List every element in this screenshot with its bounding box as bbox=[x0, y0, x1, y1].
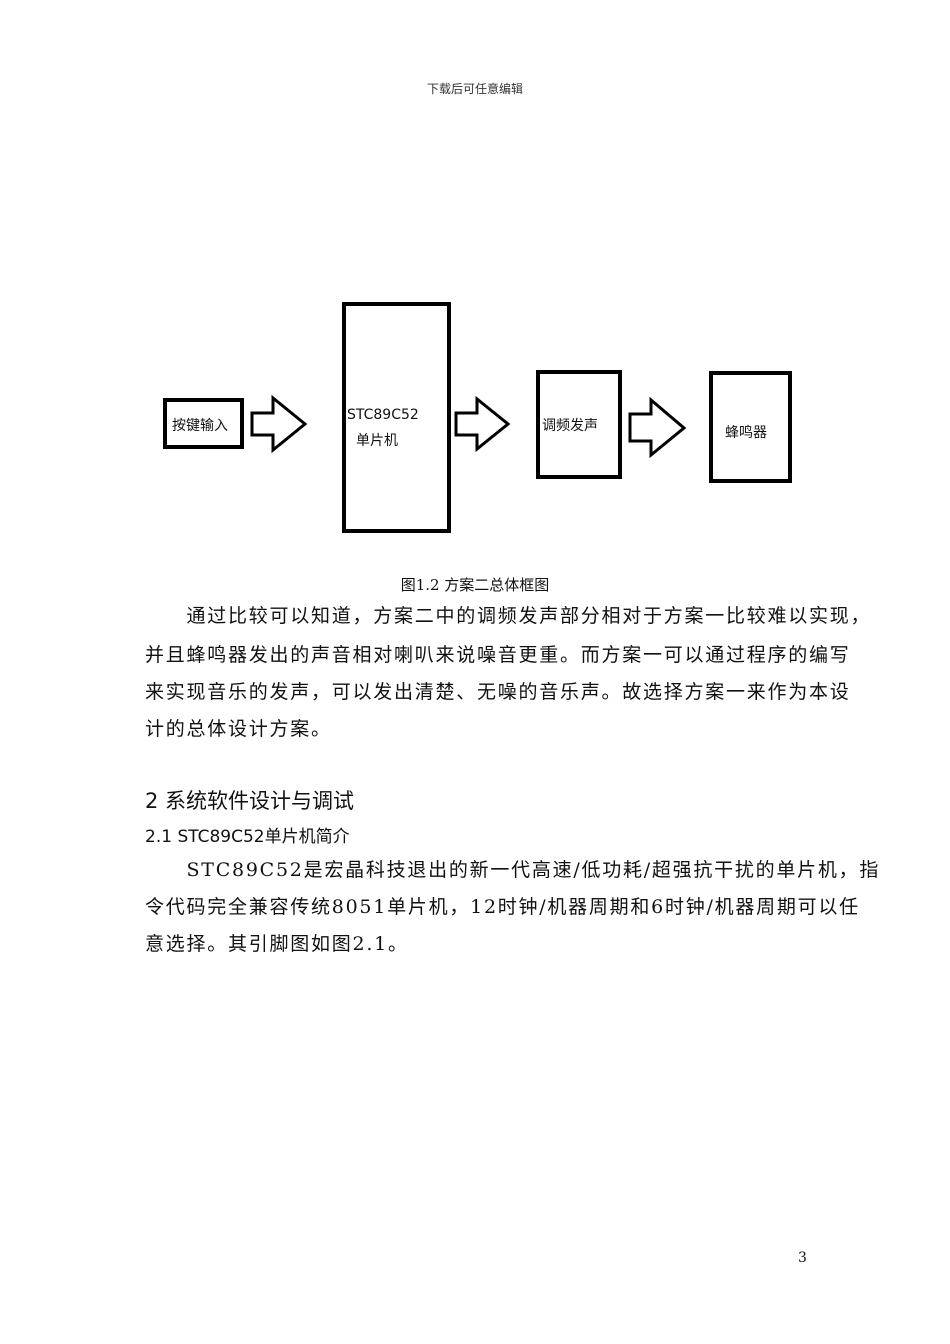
paragraph-line: 计的总体设计方案。 bbox=[145, 718, 332, 740]
arrow-icon bbox=[250, 394, 308, 454]
block-diagram: 按键输入 STC89C52 单片机 调频发声 蜂鸣器 bbox=[163, 302, 792, 533]
page-header: 下载后可任意编辑 bbox=[426, 82, 523, 96]
box-buzzer bbox=[709, 371, 792, 483]
box-key-input bbox=[163, 398, 244, 449]
subsection-heading: 2.1 STC89C52单片机简介 bbox=[145, 827, 350, 847]
paragraph-line: STC89C52是宏晶科技退出的新一代高速/低功耗/超强抗干扰的单片机，指 bbox=[145, 859, 881, 881]
section-heading: 2 系统软件设计与调试 bbox=[145, 789, 355, 813]
arrow-icon bbox=[628, 396, 687, 459]
paragraph-line: 令代码完全兼容传统8051单片机，12时钟/机器周期和6时钟/机器周期可以任 bbox=[145, 896, 860, 918]
box-mcu bbox=[342, 302, 451, 533]
box-buzzer-label: 蜂鸣器 bbox=[725, 424, 767, 441]
box-mcu-label-2: 单片机 bbox=[356, 433, 398, 449]
box-freq-label: 调频发声 bbox=[542, 418, 598, 434]
box-freq bbox=[536, 370, 622, 479]
paragraph-line: 来实现音乐的发声，可以发出清楚、无噪的音乐声。故选择方案一来作为本设 bbox=[145, 681, 851, 703]
paragraph-line: 意选择。其引脚图如图2.1。 bbox=[145, 933, 409, 955]
paragraph-line: 并且蜂鸣器发出的声音相对喇叭来说噪音更重。而方案一可以通过程序的编写 bbox=[145, 644, 851, 666]
figure-caption: 图1.2 方案二总体框图 bbox=[400, 576, 550, 594]
page-number: 3 bbox=[798, 1250, 807, 1266]
box-mcu-label-1: STC89C52 bbox=[347, 407, 419, 423]
arrow-icon bbox=[454, 395, 511, 453]
box-key-input-label: 按键输入 bbox=[172, 418, 228, 434]
paragraph-line: 通过比较可以知道，方案二中的调频发声部分相对于方案一比较难以实现， bbox=[145, 605, 872, 627]
